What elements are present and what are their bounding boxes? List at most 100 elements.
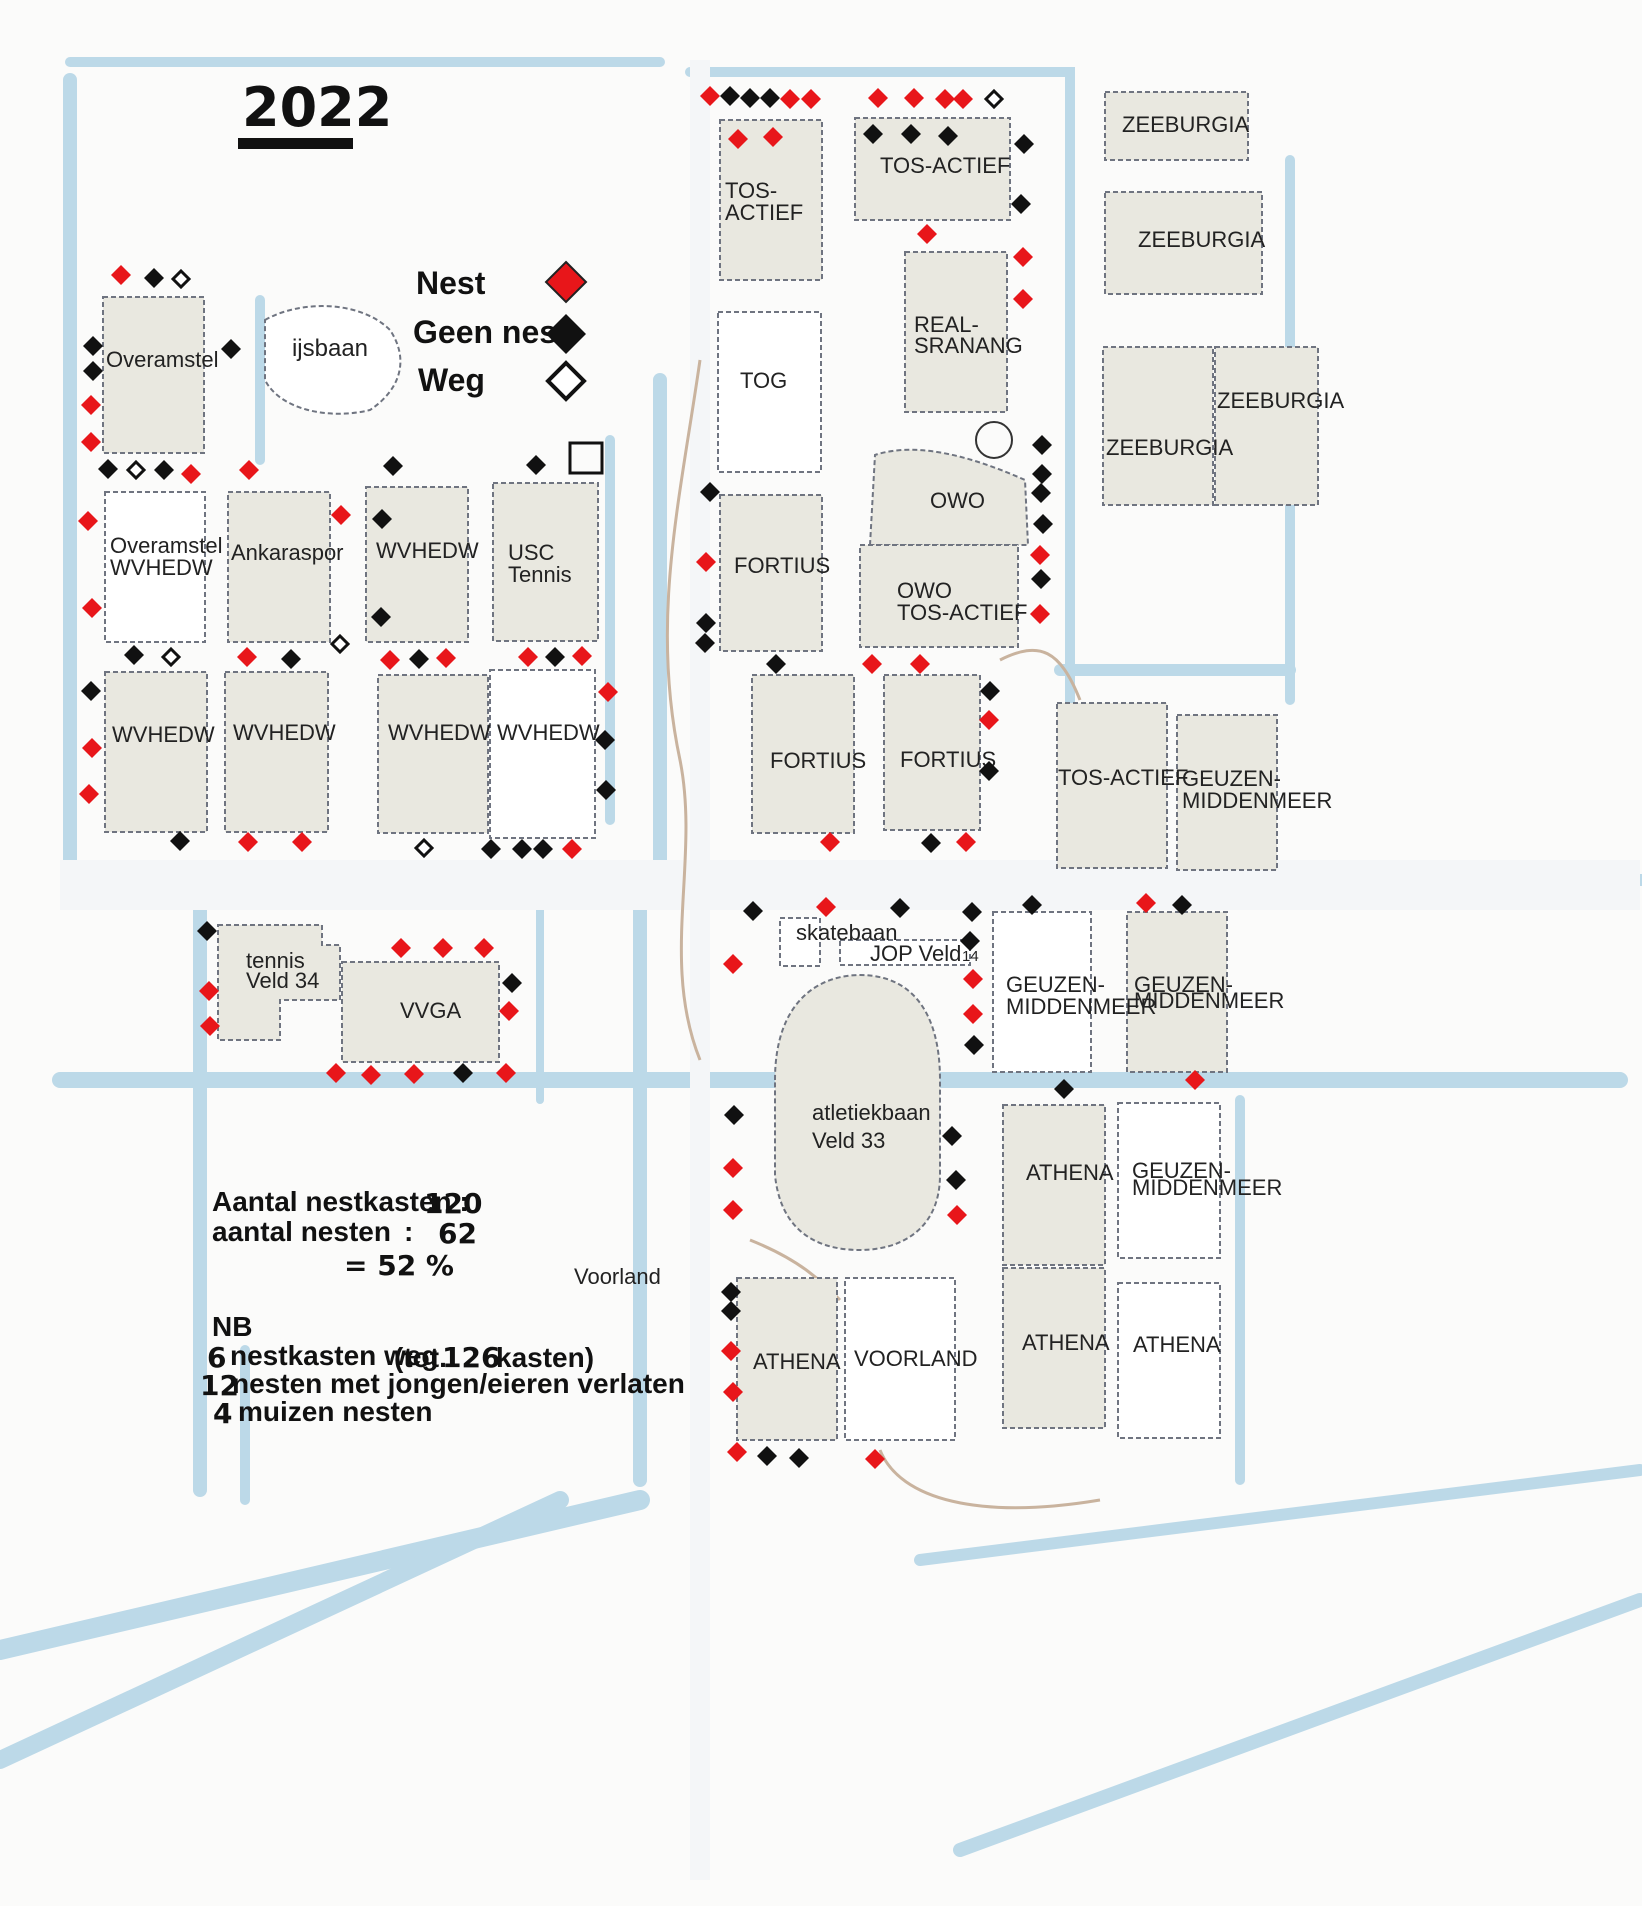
- label-overamstel-wvhedw-2: WVHEDW: [110, 555, 213, 580]
- nest-marker: [1013, 289, 1033, 309]
- nest-marker: [820, 832, 840, 852]
- label-fortius-2: FORTIUS: [770, 748, 866, 773]
- nest-marker: [292, 832, 312, 852]
- label-tennis-2: Veld 34: [246, 968, 319, 993]
- geen-nest-marker: [724, 1105, 744, 1125]
- label-wvhedw-b: WVHEDW: [112, 722, 215, 747]
- geen-nest-marker: [170, 831, 190, 851]
- nest-marker: [780, 89, 800, 109]
- geen-nest-marker: [1172, 895, 1192, 915]
- nest-marker: [82, 598, 102, 618]
- geen-nest-marker: [1054, 1079, 1074, 1099]
- geen-nest-marker: [757, 1446, 777, 1466]
- nest-marker: [474, 938, 494, 958]
- geen-nest-marker: [154, 460, 174, 480]
- nest-marker: [433, 938, 453, 958]
- label-usc-2: Tennis: [508, 562, 572, 587]
- geen-nest-marker: [81, 681, 101, 701]
- label-atletiek-1: atletiekbaan: [812, 1100, 931, 1125]
- nest-marker: [865, 1449, 885, 1469]
- legend-nest-diamond-icon: [544, 260, 588, 304]
- nest-marker: [956, 832, 976, 852]
- geen-nest-marker: [1022, 895, 1042, 915]
- geen-nest-marker: [721, 1282, 741, 1302]
- nest-marker: [723, 1200, 743, 1220]
- geen-nest-marker: [695, 633, 715, 653]
- nest-marker: [1185, 1070, 1205, 1090]
- label-veld-14: 14: [962, 948, 979, 965]
- nest-marker: [200, 1016, 220, 1036]
- nest-marker: [801, 89, 821, 109]
- geen-nest-marker: [409, 649, 429, 669]
- nest-marker: [81, 432, 101, 452]
- nest-marker: [82, 738, 102, 758]
- nest-marker: [1030, 545, 1050, 565]
- geen-nest-marker: [1033, 514, 1053, 534]
- nest-marker: [237, 647, 257, 667]
- year-text: 2022: [242, 76, 392, 139]
- stat-nb2-text: nesten met jongen/eieren verlaten: [232, 1368, 685, 1399]
- label-voorland-area: Voorland: [574, 1264, 661, 1289]
- label-wvhedw-d: WVHEDW: [388, 720, 491, 745]
- label-tos-actief-c: TOS-ACTIEF: [1058, 765, 1188, 790]
- legend-geen-nest-label: Geen nest: [413, 314, 568, 350]
- geen-nest-marker: [1031, 483, 1051, 503]
- nest-marker: [499, 1001, 519, 1021]
- geen-nest-marker: [980, 681, 1000, 701]
- weg-marker: [125, 459, 147, 481]
- geen-nest-marker: [144, 268, 164, 288]
- geen-nest-marker: [124, 645, 144, 665]
- geen-nest-marker: [383, 456, 403, 476]
- geen-nest-marker: [696, 613, 716, 633]
- geen-nest-marker: [964, 1035, 984, 1055]
- label-tos-actief-b: TOS-ACTIEF: [880, 153, 1010, 178]
- geen-nest-marker: [700, 482, 720, 502]
- field-labels: ijsbaan Overamstel Overamstel WVHEDW Ank…: [106, 112, 1344, 1374]
- stat-line1-value: 120: [424, 1187, 482, 1220]
- nest-marker: [910, 654, 930, 674]
- label-gm-4a: GEUZEN-: [1132, 1158, 1231, 1183]
- stat-nb2-num: 12: [200, 1369, 239, 1402]
- label-fortius-1: FORTIUS: [734, 553, 830, 578]
- stat-line3: = 52 %: [344, 1249, 454, 1282]
- nest-marker: [904, 88, 924, 108]
- stat-nb: NB: [212, 1311, 252, 1342]
- geen-nest-marker: [1011, 194, 1031, 214]
- label-athena-1: ATHENA: [1026, 1160, 1114, 1185]
- geen-nest-marker: [890, 898, 910, 918]
- nest-marker: [239, 460, 259, 480]
- statistics: Aantal nestkasten : 120 aantal nesten : …: [200, 1186, 685, 1430]
- nest-marker: [380, 650, 400, 670]
- geen-nest-marker: [221, 339, 241, 359]
- nest-marker: [238, 832, 258, 852]
- label-usc-1: USC: [508, 540, 555, 565]
- label-zeeburgia-3: ZEEBURGIA: [1106, 435, 1233, 460]
- nest-marker: [727, 1442, 747, 1462]
- geen-nest-marker: [740, 88, 760, 108]
- label-wvhedw-c: WVHEDW: [233, 720, 336, 745]
- stat-nb1-num: 6: [207, 1341, 226, 1374]
- nest-marker: [1013, 247, 1033, 267]
- nest-marker: [868, 88, 888, 108]
- nest-marker: [361, 1065, 381, 1085]
- weg-marker: [160, 646, 182, 668]
- label-skatebaan: skatebaan: [796, 920, 898, 945]
- geen-nest-marker: [481, 839, 501, 859]
- fields: [102, 91, 1319, 1441]
- geen-nest-marker: [720, 86, 740, 106]
- weg-marker: [329, 633, 351, 655]
- geen-nest-marker: [946, 1170, 966, 1190]
- label-fortius-3: FORTIUS: [900, 747, 996, 772]
- legend-weg-label: Weg: [418, 362, 485, 398]
- label-wvhedw-e: WVHEDW: [497, 720, 600, 745]
- nest-marker: [963, 1004, 983, 1024]
- nest-marker: [1030, 604, 1050, 624]
- nest-marker: [598, 682, 618, 702]
- stat-line2-value: 62: [438, 1217, 477, 1250]
- weg-marker: [983, 88, 1005, 110]
- label-real-2: SRANANG: [914, 333, 1023, 358]
- label-gm-3b: MIDDENMEER: [1134, 988, 1284, 1013]
- nest-marker: [728, 129, 748, 149]
- nest-marker: [111, 265, 131, 285]
- geen-nest-marker: [83, 361, 103, 381]
